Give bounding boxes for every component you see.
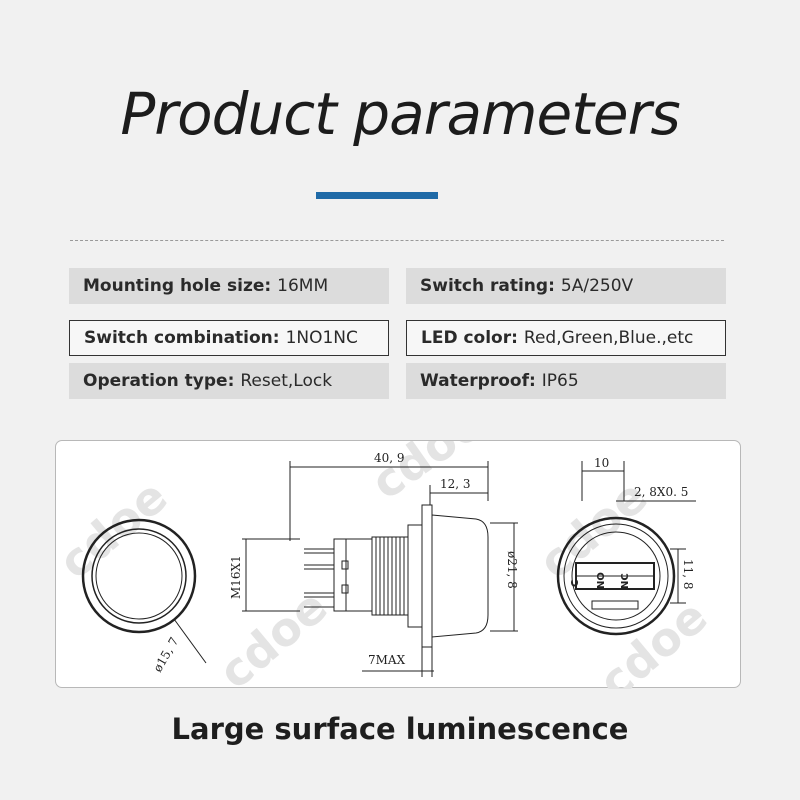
param-value: 5A/250V bbox=[560, 276, 634, 296]
param-switch-combination: Switch combination: 1NO1NC bbox=[69, 320, 389, 356]
param-label: Switch combination: bbox=[84, 328, 280, 348]
watermark: cdoe cdoe cdoe cdoe cdoe bbox=[56, 441, 717, 689]
dim-head-diameter: ø21, 8 bbox=[505, 551, 519, 589]
terminal-label-nc: NC bbox=[620, 573, 631, 589]
param-label: Mounting hole size: bbox=[83, 276, 272, 296]
dim-rear-width: 10 bbox=[594, 456, 609, 470]
param-waterproof: Waterproof: IP65 bbox=[406, 363, 726, 399]
param-value: 16MM bbox=[277, 276, 329, 296]
title-accent-bar bbox=[316, 192, 438, 199]
dim-rear-height: 11, 8 bbox=[681, 559, 695, 590]
param-value: Red,Green,Blue.,etc bbox=[523, 328, 694, 348]
svg-text:cdoe: cdoe bbox=[208, 579, 337, 689]
param-operation-type: Operation type: Reset,Lock bbox=[69, 363, 389, 399]
technical-drawing-panel: cdoe cdoe cdoe cdoe cdoe bbox=[55, 440, 741, 689]
param-label: Operation type: bbox=[83, 371, 235, 391]
param-label: Switch rating: bbox=[420, 276, 555, 296]
dim-panel-max: 7MAX bbox=[368, 653, 406, 667]
dim-terminal: 2, 8X0. 5 bbox=[634, 485, 688, 499]
param-label: LED color: bbox=[421, 328, 518, 348]
technical-drawing: cdoe cdoe cdoe cdoe cdoe bbox=[56, 441, 717, 689]
param-switch-rating: Switch rating: 5A/250V bbox=[406, 268, 726, 304]
param-mounting-hole-size: Mounting hole size: 16MM bbox=[69, 268, 389, 304]
page-title: Product parameters bbox=[120, 80, 680, 148]
param-led-color: LED color: Red,Green,Blue.,etc bbox=[406, 320, 726, 356]
front-view bbox=[81, 518, 207, 664]
dim-thread: M16X1 bbox=[229, 555, 243, 599]
terminal-label-no: NO bbox=[596, 572, 607, 589]
side-view bbox=[242, 461, 518, 677]
svg-text:cdoe: cdoe bbox=[56, 469, 177, 589]
dim-head-length: 12, 3 bbox=[440, 477, 471, 491]
dashed-divider bbox=[70, 240, 724, 241]
param-value: IP65 bbox=[541, 371, 579, 391]
param-label: Waterproof: bbox=[420, 371, 536, 391]
dim-front-diameter: ø15, 7 bbox=[150, 635, 181, 675]
svg-text:cdoe: cdoe bbox=[588, 589, 717, 689]
param-value: Reset,Lock bbox=[240, 371, 333, 391]
terminal-label-c: C bbox=[570, 580, 581, 587]
param-value: 1NO1NC bbox=[285, 328, 358, 348]
dim-overall-length: 40, 9 bbox=[374, 451, 405, 465]
rear-view bbox=[556, 461, 696, 636]
footer-caption: Large surface luminescence bbox=[171, 712, 629, 746]
